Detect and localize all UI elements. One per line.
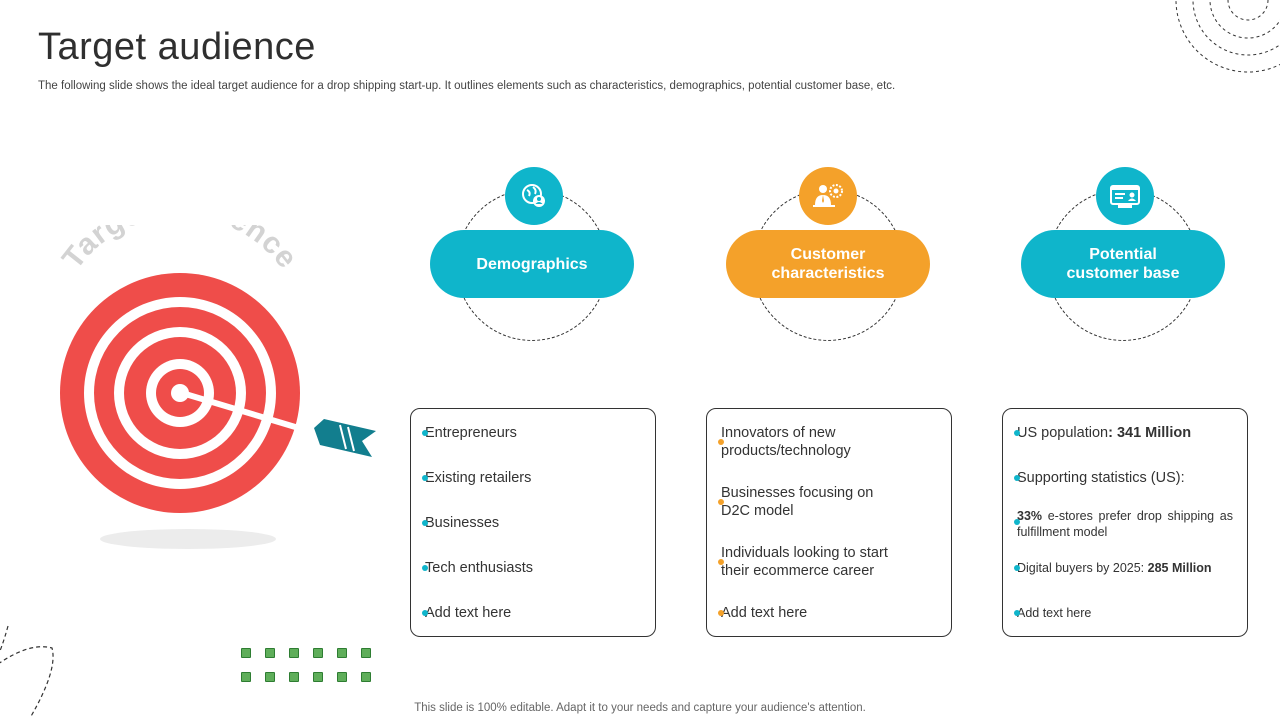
- demographics-title: Demographics: [476, 255, 588, 273]
- list-item: Digital buyers by 2025: 285 Million: [1014, 560, 1229, 576]
- green-square: [241, 648, 251, 658]
- green-square: [289, 648, 299, 658]
- customer-characteristics-pill: Customer characteristics: [726, 230, 930, 298]
- page-subtitle: The following slide shows the ideal targ…: [38, 80, 896, 92]
- green-square: [337, 648, 347, 658]
- green-square: [313, 648, 323, 658]
- green-square: [361, 648, 371, 658]
- customer-characteristics-card: Innovators of new products/technology Bu…: [706, 408, 952, 637]
- footer-note: This slide is 100% editable. Adapt it to…: [414, 702, 866, 714]
- list-item: Add text here: [1014, 605, 1229, 621]
- green-square: [313, 672, 323, 682]
- target-illustration: Target audience: [56, 225, 376, 549]
- list-item: Tech enthusiasts: [422, 559, 637, 577]
- green-square: [337, 672, 347, 682]
- decorative-dashed-curve: [0, 625, 54, 719]
- demographics-card: Entrepreneurs Existing retailers Busines…: [410, 408, 656, 637]
- globe-users-icon: [505, 167, 563, 225]
- target-audience-curved-label: Target audience: [56, 225, 304, 275]
- page-title: Target audience: [38, 26, 316, 68]
- potential-customer-base-title: Potential customer base: [1066, 246, 1180, 282]
- list-item: Innovators of new products/technology: [718, 424, 891, 460]
- customer-characteristics-title: Customer characteristics: [771, 246, 885, 282]
- green-square: [241, 672, 251, 682]
- list-item: 33% e-stores prefer drop shipping as ful…: [1014, 508, 1233, 540]
- list-item: Entrepreneurs: [422, 424, 637, 442]
- green-square: [289, 672, 299, 682]
- id-card-icon: [1096, 167, 1154, 225]
- green-square: [265, 672, 275, 682]
- arrow-icon: [179, 390, 376, 457]
- list-item: Add text here: [718, 604, 933, 622]
- list-item: Add text here: [422, 604, 637, 622]
- potential-customer-base-card: US population: 341 Million Supporting st…: [1002, 408, 1248, 637]
- list-item: US population: 341 Million: [1014, 424, 1229, 442]
- potential-customer-base-pill: Potential customer base: [1021, 230, 1225, 298]
- decorative-arcs-top-right: [1175, 0, 1280, 73]
- list-item: Existing retailers: [422, 469, 637, 487]
- list-item: Businesses: [422, 514, 637, 532]
- list-item: Individuals looking to start their ecomm…: [718, 544, 901, 580]
- target-shadow: [100, 529, 276, 549]
- list-item: Supporting statistics (US):: [1014, 469, 1229, 487]
- green-square: [361, 672, 371, 682]
- businessman-gear-icon: [799, 167, 857, 225]
- green-square: [265, 648, 275, 658]
- list-item: Businesses focusing on D2C model: [718, 484, 891, 520]
- demographics-pill: Demographics: [430, 230, 634, 298]
